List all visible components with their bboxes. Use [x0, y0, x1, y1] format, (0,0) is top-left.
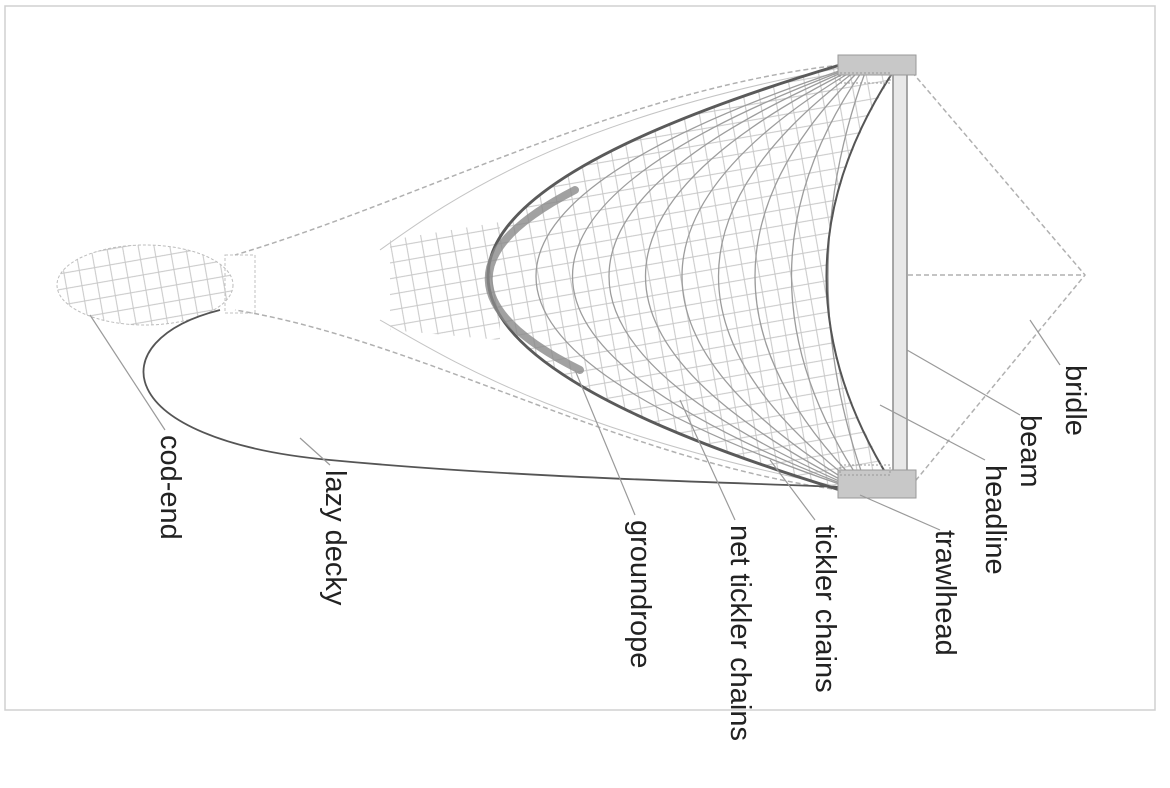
label-beam: beam	[1014, 415, 1046, 488]
bridle	[908, 71, 1086, 486]
label-net-tickler-chains: net tickler chains	[724, 525, 756, 741]
tickler-chains	[535, 69, 867, 486]
trawlhead	[837, 54, 917, 499]
label-bridle: bridle	[1059, 365, 1091, 436]
leader-lines	[89, 314, 1061, 531]
label-tickler-chains: tickler chains	[809, 525, 841, 693]
groundrope-weight	[484, 186, 584, 374]
label-trawlhead: trawlhead	[929, 530, 961, 656]
headline	[825, 71, 894, 486]
lazy-decky	[142, 309, 841, 488]
net-lower-inner	[379, 319, 841, 488]
label-headline: headline	[979, 465, 1011, 575]
net-lower-edge	[234, 309, 841, 491]
cod-end	[56, 244, 256, 326]
label-cod-end: cod-end	[154, 435, 186, 540]
net-upper-edge	[234, 64, 841, 256]
label-groundrope: groundrope	[624, 520, 656, 668]
label-lazy-decky: lazy decky	[319, 470, 351, 606]
net-upper-inner	[379, 67, 841, 251]
beam	[892, 69, 908, 491]
